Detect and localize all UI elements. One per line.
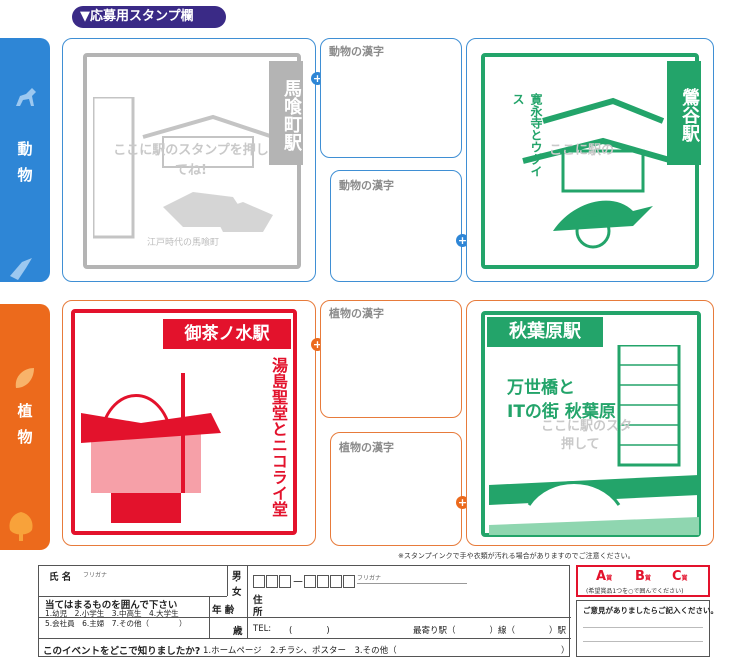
animal-tab-char-2: 物 xyxy=(17,166,33,184)
stamp-akihabara: 秋葉原駅 万世橋と ITの街 秋葉原 ここに駅のスタ 押して xyxy=(481,311,701,537)
kanji-label: 動物の漢字 xyxy=(329,45,384,58)
leaf-icon xyxy=(15,368,35,388)
prize-b[interactable]: B賞 xyxy=(635,569,651,584)
stamp-box-bakurocho[interactable]: 馬喰町駅 ここに駅のスタンプを押してね! 江戸時代の馬喰町 xyxy=(62,38,316,282)
stamp-title-akihabara: 秋葉原駅 xyxy=(487,317,603,347)
tel-label: TEL: xyxy=(253,624,272,634)
kanji-box-animal-2[interactable]: 動物の漢字 xyxy=(330,170,462,282)
tree-icon xyxy=(9,512,33,541)
stamp-box-akihabara[interactable]: 秋葉原駅 万世橋と ITの街 秋葉原 ここに駅のスタ 押して xyxy=(466,300,714,546)
plant-tab: 植 物 xyxy=(0,304,50,550)
stamp-illustration-ochanomizu xyxy=(81,373,221,523)
gender-separator: ・ xyxy=(233,577,240,585)
animal-tab: 動 物 xyxy=(0,38,50,282)
event-question: このイベントをどこで知りましたか? xyxy=(43,646,201,657)
name-field[interactable] xyxy=(79,580,225,594)
prize-box: A賞 B賞 C賞 (希望賞品1つを○で囲んでください) xyxy=(576,565,710,597)
plus-icon: + xyxy=(456,234,469,247)
name-furigana: フリガナ xyxy=(83,572,108,579)
kanji-box-plant-2[interactable]: 植物の漢字 xyxy=(330,432,462,546)
section-header: ▼応募用スタンプ欄 xyxy=(72,6,226,28)
stamp-hint-bakurocho: ここに駅のスタンプを押してね! xyxy=(113,143,269,178)
address-field[interactable] xyxy=(267,590,567,616)
event-options[interactable]: 1.ホームページ 2.チラシ、ポスター 3.その他（ xyxy=(203,646,397,656)
tel-field[interactable]: ( ) xyxy=(289,626,330,636)
stamp-caption-akihabara-2: ITの街 秋葉原 xyxy=(507,402,616,422)
stamp-illustration-uguisudani xyxy=(522,97,674,249)
opinion-box[interactable]: ご意見がありましたらご記入ください。 xyxy=(576,600,718,657)
kanji-box-animal-1[interactable]: 動物の漢字 xyxy=(320,38,462,158)
prize-note: (希望賞品1つを○で囲んでください) xyxy=(586,588,684,595)
kanji-box-plant-1[interactable]: 植物の漢字 xyxy=(320,300,462,418)
stamp-caption-uguisudani: 寛永寺とウグイス xyxy=(511,93,543,177)
stamp-hint-akihabara-1: ここに駅のスタ xyxy=(541,419,633,434)
address-label-1: 住 xyxy=(253,595,263,606)
stamp-illustration-bakurocho xyxy=(93,97,274,239)
stamp-ochanomizu: 御茶ノ水駅 湯島聖堂とニコライ堂 xyxy=(71,309,297,535)
stamp-hint-uguisudani: ここに駅の xyxy=(549,143,615,158)
category-instruction: 当てはまるものを囲んで下さい xyxy=(45,600,178,611)
horse-icon xyxy=(16,88,36,106)
bird-icon xyxy=(10,258,32,280)
stamp-bakurocho: 馬喰町駅 ここに駅のスタンプを押してね! 江戸時代の馬喰町 xyxy=(83,53,303,269)
stamp-uguisudani: 鶯谷駅 寛永寺とウグイス ここに駅の xyxy=(481,53,701,269)
plant-tab-char-2: 物 xyxy=(17,428,33,446)
category-options-1[interactable]: 1.幼児 2.小学生 3.中高生 4.大学生 xyxy=(45,609,179,618)
ink-note: ※スタンプインクで手や衣類が汚れる場合がありますのでご注意ください。 xyxy=(398,552,635,560)
stamp-box-uguisudani[interactable]: 鶯谷駅 寛永寺とウグイス ここに駅の xyxy=(466,38,714,282)
address-furigana: フリガナ xyxy=(357,575,382,582)
kanji-label: 動物の漢字 xyxy=(339,179,394,192)
event-close: ） xyxy=(561,646,570,656)
stamp-box-ochanomizu[interactable]: 御茶ノ水駅 湯島聖堂とニコライ堂 xyxy=(62,300,316,546)
nearest-station-field[interactable]: 最寄り駅（ ）線（ ）駅 xyxy=(413,626,567,636)
animal-tab-char-1: 動 xyxy=(17,140,33,158)
stamp-title-ochanomizu: 御茶ノ水駅 xyxy=(163,319,291,349)
stamp-illustration-akihabara xyxy=(489,345,699,535)
age-label: 年 齢 xyxy=(212,605,235,616)
prize-c[interactable]: C賞 xyxy=(672,569,688,584)
plant-tab-char-1: 植 xyxy=(17,402,33,420)
stamp-caption-akihabara-1: 万世橋と xyxy=(507,378,575,398)
kanji-label: 植物の漢字 xyxy=(329,307,384,320)
postal-dash: － xyxy=(292,575,305,589)
gender-male[interactable]: 男 xyxy=(232,571,242,582)
postal-code-field[interactable]: － xyxy=(253,571,356,590)
opinion-label: ご意見がありましたらご記入ください。 xyxy=(583,606,718,615)
kanji-label: 植物の漢字 xyxy=(339,441,394,454)
stamp-caption-ochanomizu: 湯島聖堂とニコライ堂 xyxy=(269,357,288,517)
gender-female[interactable]: 女 xyxy=(232,587,242,598)
prize-a[interactable]: A賞 xyxy=(596,569,613,584)
name-label: 氏 名 xyxy=(49,572,72,583)
plus-icon: + xyxy=(456,496,469,509)
category-options-2[interactable]: 5.会社員 6.主婦 7.その他（ ） xyxy=(45,619,187,628)
age-unit: 歳 xyxy=(233,626,243,637)
stamp-caption-bakurocho: 江戸時代の馬喰町 xyxy=(147,238,220,248)
stamp-title-uguisudani: 鶯谷駅 xyxy=(667,61,701,165)
entry-form: 氏 名 フリガナ 男 ・ 女 当てはまるものを囲んで下さい 1.幼児 2.小学生… xyxy=(38,565,571,657)
stamp-title-bakurocho: 馬喰町駅 xyxy=(269,61,303,165)
address-label-2: 所 xyxy=(253,607,263,618)
stamp-hint-akihabara-2: 押して xyxy=(561,437,600,452)
